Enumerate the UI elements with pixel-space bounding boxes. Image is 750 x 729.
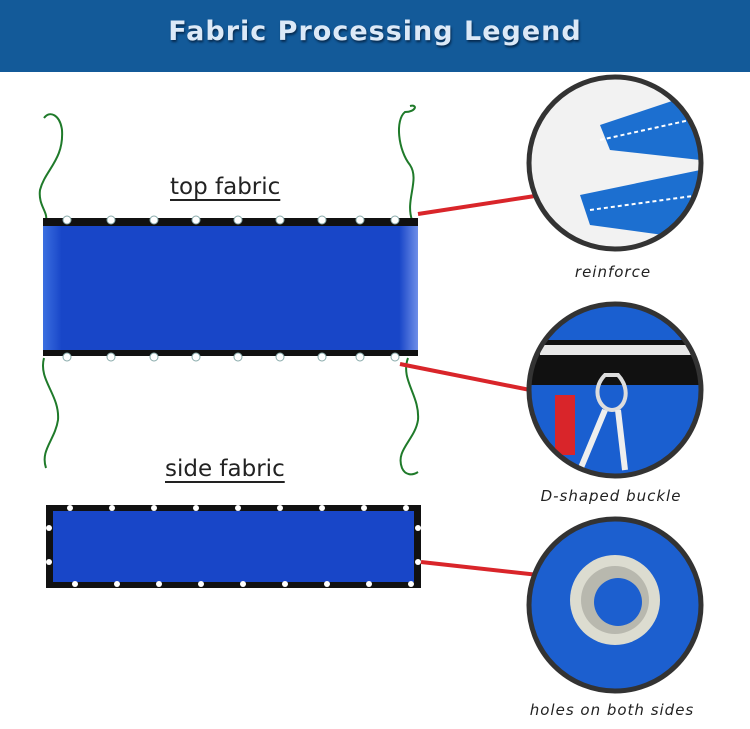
grommet (408, 581, 414, 587)
grommet (415, 525, 421, 531)
grommet (151, 505, 157, 511)
grommet (324, 581, 330, 587)
grommet (67, 505, 73, 511)
detail-reinforce (531, 79, 699, 247)
grommet (317, 215, 327, 225)
grommet (46, 559, 52, 565)
grommet (275, 352, 285, 362)
grommet (193, 505, 199, 511)
top-grommets (62, 215, 400, 362)
reinforce-caption: reinforce (574, 263, 652, 281)
grommet (355, 352, 365, 362)
grommet (317, 352, 327, 362)
grommet (156, 581, 162, 587)
grommet (415, 559, 421, 565)
holes-caption: holes on both sides (529, 701, 695, 719)
grommet (390, 215, 400, 225)
grommet (62, 215, 72, 225)
grommet (366, 581, 372, 587)
grommet (319, 505, 325, 511)
grommet (149, 352, 159, 362)
grommet (277, 505, 283, 511)
page-title: Fabric Processing Legend (168, 16, 582, 47)
grommet (62, 352, 72, 362)
grommet (46, 525, 52, 531)
grommet (72, 581, 78, 587)
grommet (109, 505, 115, 511)
grommet (106, 215, 116, 225)
grommet (403, 505, 409, 511)
side-fabric-label: side fabric (165, 456, 285, 482)
grommet (106, 352, 116, 362)
grommet (191, 352, 201, 362)
side-fabric-panel (46, 505, 421, 588)
grommet (390, 352, 400, 362)
grommet (114, 581, 120, 587)
grommet (233, 352, 243, 362)
grommet (361, 505, 367, 511)
detail-holes (531, 521, 699, 689)
grommet (355, 215, 365, 225)
grommet (240, 581, 246, 587)
top-fabric-panel (43, 218, 418, 356)
side-grommets (46, 505, 421, 587)
grommet (282, 581, 288, 587)
grommet (235, 505, 241, 511)
d-buckle-caption: D-shaped buckle (540, 487, 682, 505)
grommet (233, 215, 243, 225)
top-fabric-label: top fabric (170, 174, 281, 200)
grommet (198, 581, 204, 587)
detail-d-buckle (531, 306, 699, 474)
header-banner: Fabric Processing Legend (0, 0, 750, 72)
grommet (275, 215, 285, 225)
grommet (191, 215, 201, 225)
grommet (149, 215, 159, 225)
green-ropes (38, 104, 420, 476)
